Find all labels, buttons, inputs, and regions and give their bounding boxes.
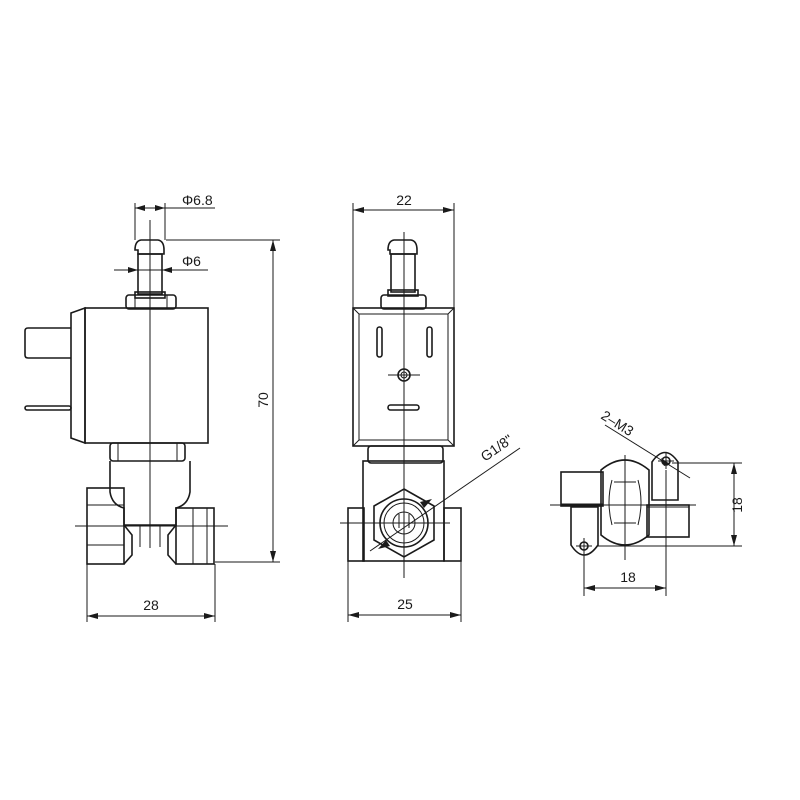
dim-label: 2–M3 bbox=[598, 407, 636, 439]
dim-label: 25 bbox=[397, 596, 413, 612]
dim-label: 70 bbox=[255, 392, 271, 408]
dim-coil-width: 22 bbox=[352, 192, 455, 308]
dim-label: Φ6 bbox=[182, 253, 201, 269]
hex-nut-bottom bbox=[367, 445, 444, 464]
dim-body-width-front: 25 bbox=[347, 561, 462, 622]
dim-hole-spacing-horizontal: 18 bbox=[583, 470, 667, 596]
dim-port-thread: G1/8" bbox=[369, 431, 521, 552]
dim-overall-height: 70 bbox=[166, 239, 280, 563]
dim-label: G1/8" bbox=[478, 431, 516, 464]
dim-label: 22 bbox=[396, 192, 412, 208]
hex-nut-top bbox=[125, 294, 177, 310]
valve-body bbox=[86, 461, 215, 565]
hex-nut-bottom bbox=[109, 442, 186, 462]
dim-barb-outer: Φ6.8 bbox=[134, 192, 215, 240]
dim-hole-spacing-vertical: 18 bbox=[598, 462, 745, 547]
dim-barb-inner: Φ6 bbox=[114, 253, 208, 273]
terminal-slot bbox=[376, 326, 383, 358]
side-view: Φ6.8 Φ6 70 28 bbox=[24, 192, 280, 622]
dim-label: 18 bbox=[620, 569, 636, 585]
bottom-body bbox=[560, 451, 690, 556]
dim-body-width-side: 28 bbox=[86, 564, 216, 622]
dim-label: 18 bbox=[729, 497, 745, 513]
front-view: G1/8" 22 25 bbox=[340, 192, 521, 622]
bottom-view: 2–M3 18 18 bbox=[550, 407, 745, 596]
terminal-slot bbox=[426, 326, 433, 358]
dim-label: Φ6.8 bbox=[182, 192, 213, 208]
coil-body bbox=[24, 306, 209, 445]
dim-label: 28 bbox=[143, 597, 159, 613]
